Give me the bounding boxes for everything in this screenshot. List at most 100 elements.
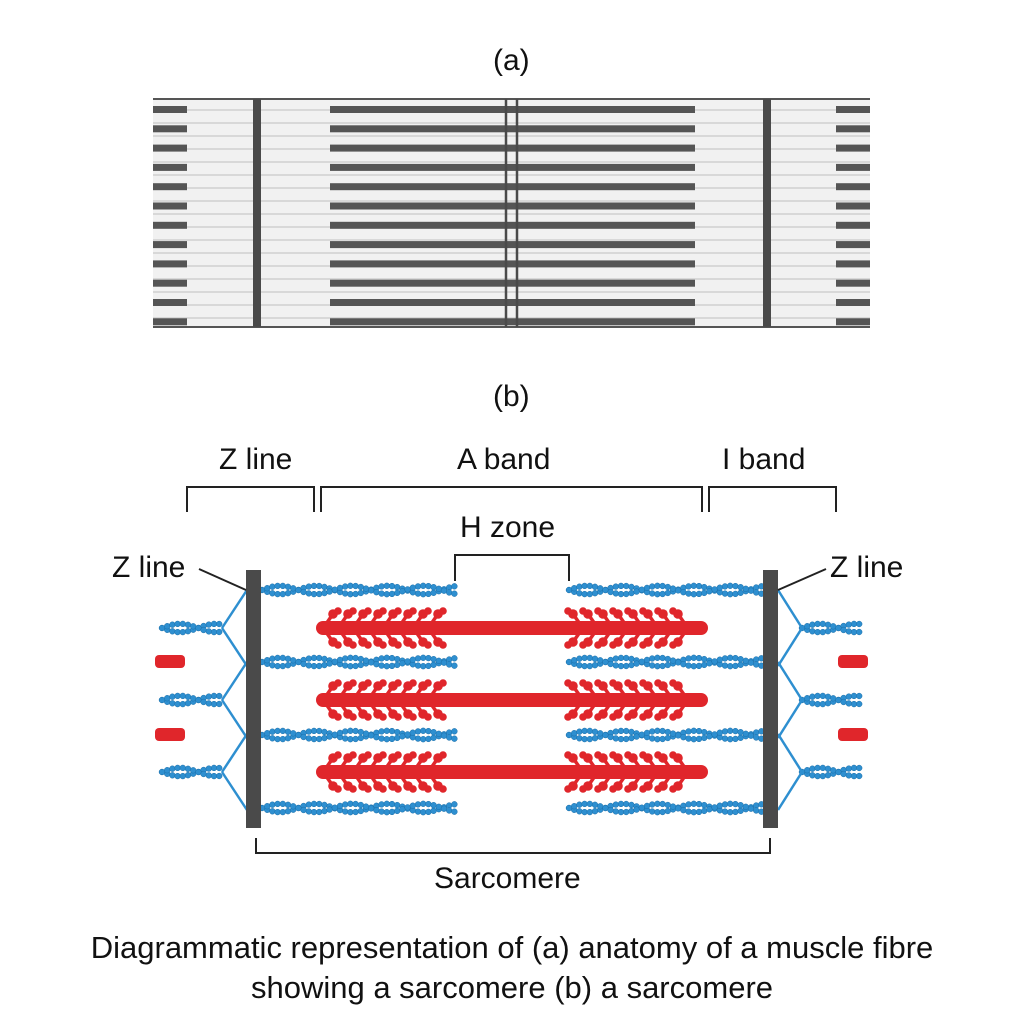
actin-bead <box>169 772 176 779</box>
actin-bead <box>695 582 703 590</box>
actin-bead <box>435 730 442 737</box>
actin-bead <box>210 628 218 636</box>
actin-bead <box>721 655 729 662</box>
actin-bead <box>352 590 359 598</box>
actin-bead <box>814 692 821 700</box>
actin-bead <box>205 621 212 628</box>
actin-bead <box>399 660 406 667</box>
actin-bead <box>216 764 223 772</box>
bracket-a-band <box>320 486 703 512</box>
actin-bead <box>305 808 312 815</box>
myosin-head <box>364 785 372 793</box>
actin-filament-right <box>565 654 765 670</box>
actin-bead <box>809 621 816 628</box>
myosin-head <box>364 641 372 649</box>
actin-bead <box>628 583 635 591</box>
actin-bead <box>701 728 708 736</box>
actin-bead <box>174 628 181 636</box>
actin-bead <box>300 588 307 596</box>
myosin-rod <box>316 621 708 635</box>
actin-bead <box>690 809 697 816</box>
actin-bead <box>179 628 186 636</box>
actin-bead <box>814 700 821 708</box>
actin-bead <box>378 735 385 742</box>
myosin-head <box>669 751 677 759</box>
actin-bead <box>664 661 671 669</box>
actin-bead <box>809 765 816 772</box>
fibre-edge-filament-left <box>153 125 187 133</box>
actin-bead <box>586 735 593 743</box>
fibre-edge-filament-right <box>836 299 870 306</box>
actin-bead <box>612 801 619 808</box>
myosin-head <box>639 785 647 793</box>
actin-bead <box>290 803 297 810</box>
actin-bead <box>404 658 411 665</box>
actin-bead <box>576 655 583 662</box>
myosin-head <box>364 607 372 615</box>
actin-bead <box>383 800 390 807</box>
actin-bead <box>269 590 276 597</box>
actin-bead <box>856 700 863 708</box>
actin-bead <box>264 657 271 664</box>
actin-bead <box>654 809 661 816</box>
actin-bead <box>571 730 578 737</box>
actin-bead <box>690 736 697 743</box>
actin-bead <box>685 583 692 590</box>
actin-bead <box>591 808 599 815</box>
actin-bead <box>830 695 837 702</box>
actin-bead <box>383 582 390 589</box>
myosin-head <box>624 785 632 793</box>
actin-bead <box>179 700 186 708</box>
myosin-filament <box>316 679 708 721</box>
actin-bead <box>685 808 692 815</box>
actin-bead <box>581 590 588 598</box>
actin-bead <box>623 654 630 662</box>
actin-bead <box>633 733 640 740</box>
bracket-label-sarcomere: Sarcomere <box>434 862 581 895</box>
actin-bead <box>737 589 744 596</box>
myosin-head <box>334 751 342 759</box>
myosin-head <box>334 713 342 721</box>
actin-bead <box>695 735 703 743</box>
actin-bead <box>675 732 682 739</box>
actin-bead <box>633 588 640 595</box>
actin-bead <box>643 656 651 664</box>
actin-bead <box>169 700 176 707</box>
myosin-head <box>439 641 447 649</box>
actin-bead <box>420 800 427 807</box>
myosin-head <box>609 679 617 687</box>
actin-bead <box>310 727 318 735</box>
myosin-head <box>579 785 587 793</box>
fibre-thick-filament <box>330 241 695 249</box>
actin-bead <box>305 662 312 669</box>
actin-filament-outer-right <box>798 620 863 636</box>
actin-bead <box>274 662 281 670</box>
actin-bead <box>336 584 344 592</box>
actin-bead <box>706 660 713 667</box>
actin-bead <box>305 728 312 735</box>
actin-bead <box>623 662 630 670</box>
actin-bead <box>321 655 328 663</box>
myosin-head <box>364 713 372 721</box>
actin-bead <box>210 764 218 772</box>
actin-bead <box>581 654 588 662</box>
actin-bead <box>623 582 630 590</box>
myosin-head <box>594 641 602 649</box>
actin-bead <box>316 735 323 743</box>
actin-bead <box>295 804 302 812</box>
actin-bead <box>649 590 656 597</box>
myosin-rod <box>316 765 708 779</box>
actin-bead <box>711 658 718 665</box>
myosin-head <box>639 607 647 615</box>
fibre-thick-filament <box>330 163 695 171</box>
actin-bead <box>269 655 276 662</box>
actin-bead <box>690 654 697 661</box>
z-connector-left <box>220 627 249 667</box>
myosin-head <box>654 713 662 721</box>
myosin-head <box>379 641 387 649</box>
actin-bead <box>179 772 186 780</box>
actin-bead <box>321 728 328 736</box>
actin-bead <box>690 591 697 598</box>
actin-bead <box>695 800 703 808</box>
actin-bead <box>809 772 816 779</box>
